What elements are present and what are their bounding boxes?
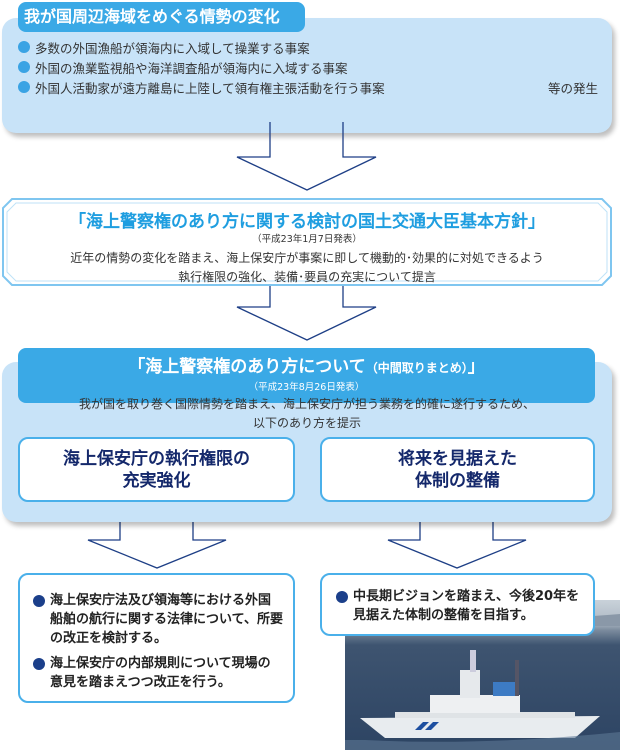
list-item: 海上保安庁の内部規則について現場の意見を踏まえつつ改正を行う。 <box>33 654 283 692</box>
situation-panel <box>2 18 612 133</box>
bullet-icon <box>18 81 30 93</box>
list-item: 中長期ビジョンを踏まえ、今後20年を見据えた体制の整備を目指す。 <box>336 587 583 625</box>
bullet-icon <box>336 591 348 603</box>
interim-header: 「海上警察権のあり方について（中間取りまとめ）」 （平成23年8月26日発表） <box>18 348 595 403</box>
list-item: 外国の漁業監視船や海洋調査船が領海内に入域する事案 <box>18 57 598 77</box>
down-arrow-icon <box>87 520 227 569</box>
situation-title: 我が国周辺海域をめぐる情勢の変化 <box>18 2 305 32</box>
policy-frame <box>2 198 612 286</box>
bullet-icon <box>18 41 30 53</box>
list-item: 海上保安庁法及び領海等における外国船舶の航行に関する法律について、所要の改正を検… <box>33 591 283 648</box>
policy-box: 「海上警察権のあり方に関する検討の国土交通大臣基本方針」 （平成23年1月7日発… <box>2 200 612 286</box>
enforcement-outcomes: 海上保安庁法及び領海等における外国船舶の航行に関する法律について、所要の改正を検… <box>18 573 295 703</box>
list-item: 多数の外国漁船が領海内に入域して操業する事案 <box>18 37 598 57</box>
policy-body: 近年の情勢の変化を踏まえ、海上保安庁が事案に即して機動的･効果的に対処できるよう <box>70 251 544 265</box>
enforcement-box: 海上保安庁の執行権限の 充実強化 <box>18 437 295 502</box>
interim-title: 「海上警察権のあり方について（中間取りまとめ）」 <box>128 357 485 377</box>
ship-icon <box>345 613 620 750</box>
bullet-icon <box>18 61 30 73</box>
structure-box: 将来を見据えた 体制の整備 <box>320 437 595 502</box>
suffix: 等の発生 <box>547 80 598 96</box>
interim-date: （平成23年8月26日発表） <box>248 382 365 393</box>
situation-list: 多数の外国漁船が領海内に入域して操業する事案 外国の漁業監視船や海洋調査船が領海… <box>18 37 598 97</box>
policy-title: 「海上警察権のあり方に関する検討の国土交通大臣基本方針」 <box>69 212 545 232</box>
interim-body: 我が国を取り巻く国際情勢を踏まえ、海上保安庁が担う業務を的確に遂行するため、 以… <box>78 397 535 430</box>
policy-date: （平成23年1月7日発表） <box>252 234 362 245</box>
list-item: 外国人活動家が遠方離島に上陸して領有権主張活動を行う事案等の発生 <box>18 77 598 97</box>
bullet-icon <box>33 595 45 607</box>
structure-outcomes: 中長期ビジョンを踏まえ、今後20年を見据えた体制の整備を目指す。 <box>320 573 595 636</box>
down-arrow-icon <box>387 520 527 569</box>
policy-body: 執行権限の強化、装備･要員の充実について提言 <box>178 270 436 284</box>
down-arrow-icon <box>236 122 377 191</box>
bullet-icon <box>33 658 45 670</box>
down-arrow-icon <box>236 283 377 341</box>
